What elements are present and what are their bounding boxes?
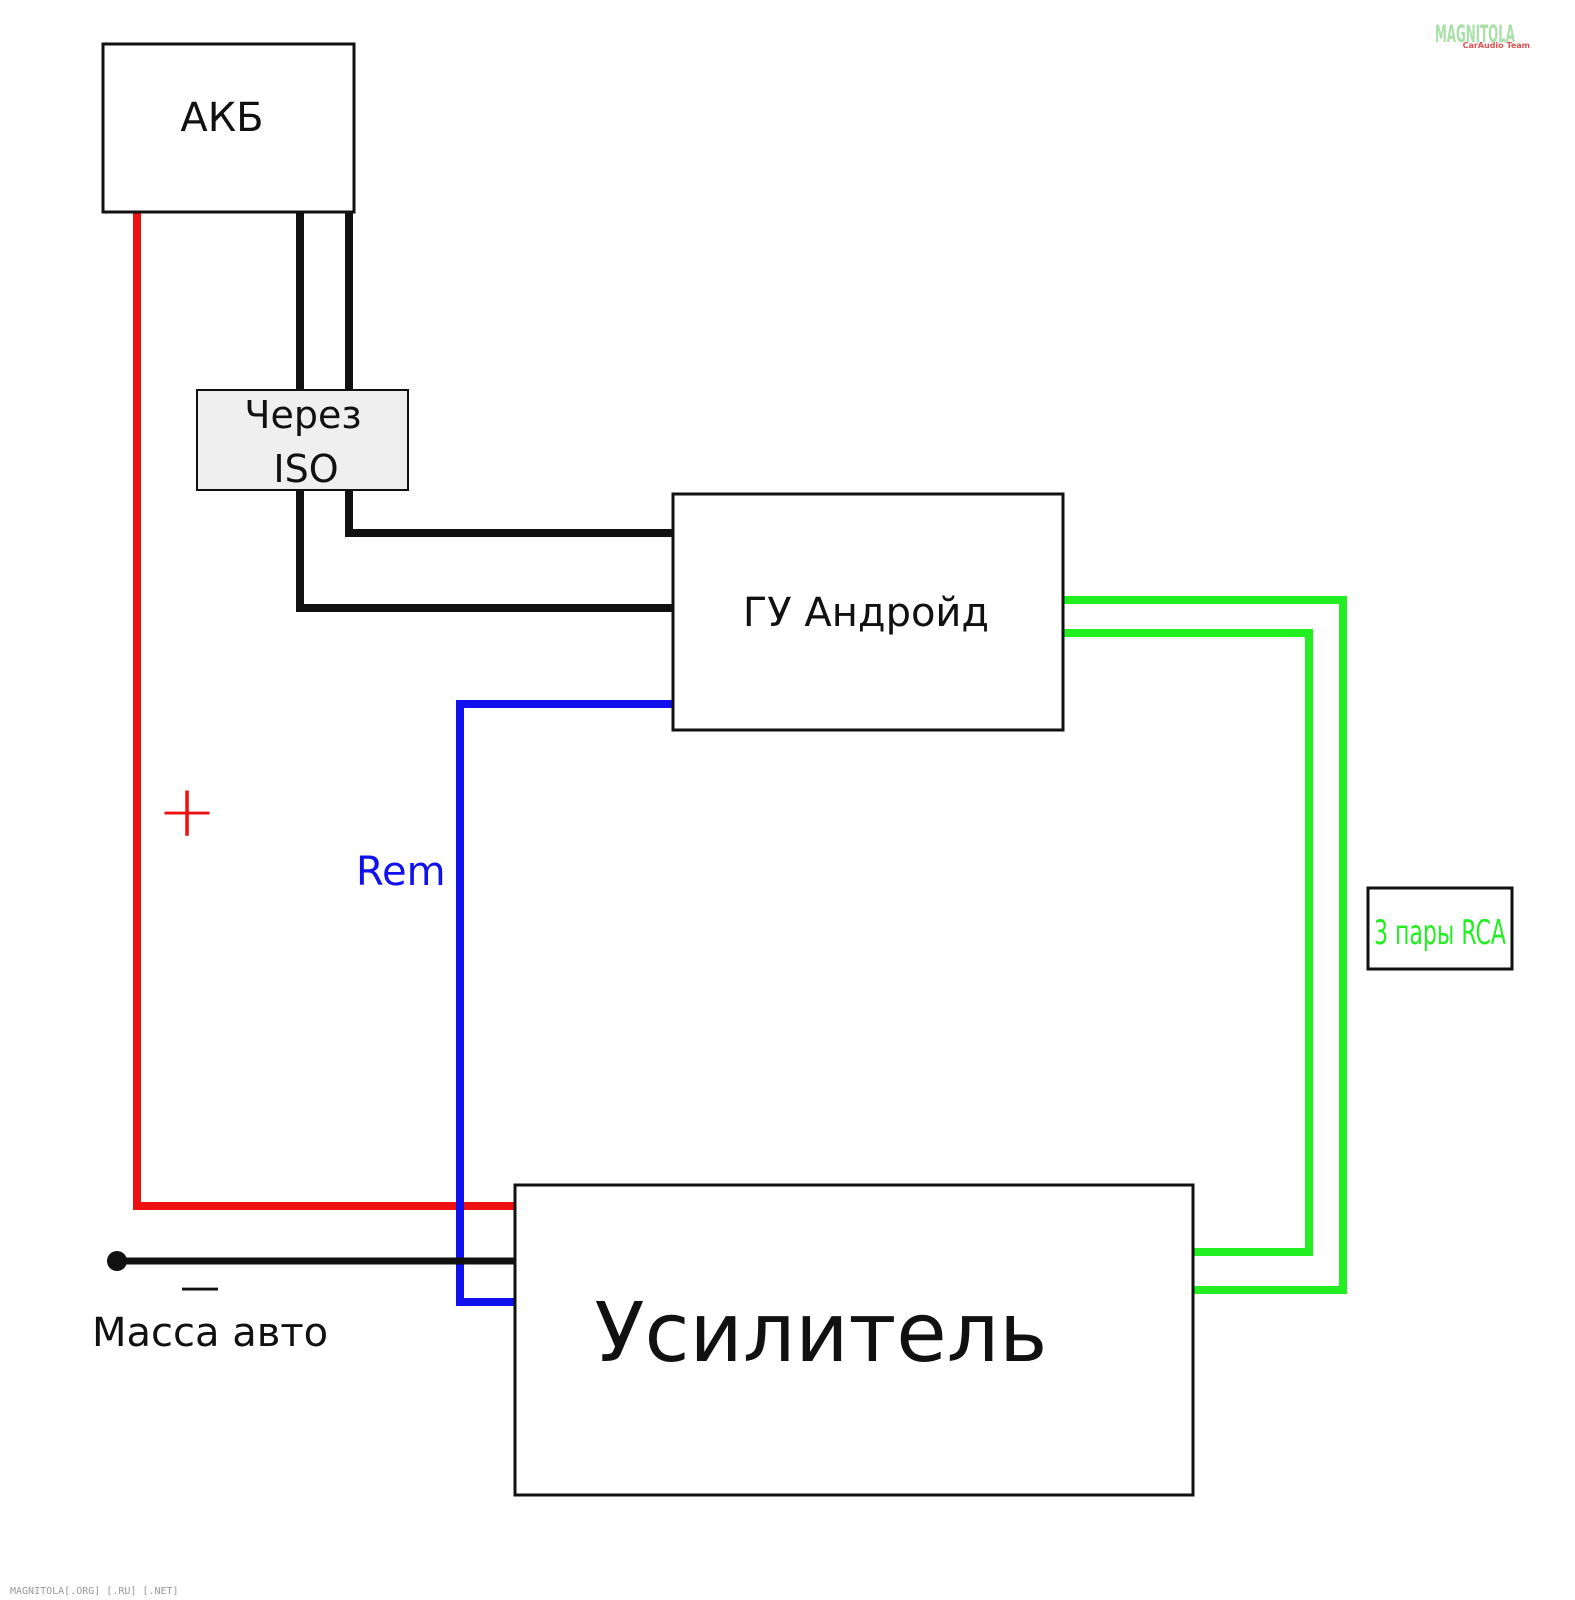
iso-wire-inner	[345, 212, 673, 537]
iso-label-line2: ISO	[273, 447, 338, 491]
rca-wire-inner	[1063, 629, 1313, 1256]
head-unit-box	[671, 492, 1065, 732]
battery-block: АКБ	[101, 42, 356, 214]
head-unit-label: ГУ Андройд	[743, 590, 989, 636]
remote-wire	[456, 700, 673, 1306]
rem-label: Rem	[356, 849, 446, 895]
iso-box	[196, 389, 409, 491]
rca-label-block: 3 пары RCA	[1366, 886, 1514, 971]
footer-text: MAGNITOLA[.ORG] [.RU] [.NET]	[10, 1586, 179, 1597]
minus-label: —	[180, 1264, 220, 1310]
logo-subtext: CarAudio Team	[1463, 41, 1530, 50]
amplifier-label: Усилитель	[594, 1286, 1047, 1381]
magnitola-logo: MAGNITOLA CarAudio Team	[1435, 20, 1530, 50]
rca-label-box	[1366, 886, 1514, 971]
battery-label: АКБ	[180, 95, 263, 141]
logo-text: MAGNITOLA	[1435, 20, 1515, 48]
iso-block: Через ISO	[196, 389, 409, 491]
amplifier-box	[513, 1183, 1195, 1497]
rca-label: 3 пары RCA	[1374, 913, 1506, 953]
iso-label-line1: Через	[244, 393, 361, 437]
head-unit-block: ГУ Андройд	[671, 492, 1065, 732]
battery-box	[101, 42, 356, 214]
iso-wire-outer	[296, 212, 673, 612]
ground-label: Масса авто	[92, 1310, 328, 1356]
plus-label: +	[157, 769, 217, 853]
amplifier-block: Усилитель	[513, 1183, 1195, 1497]
rca-wire-outer	[1063, 596, 1347, 1294]
power-wire	[133, 212, 515, 1210]
ground-terminal	[107, 1251, 127, 1271]
